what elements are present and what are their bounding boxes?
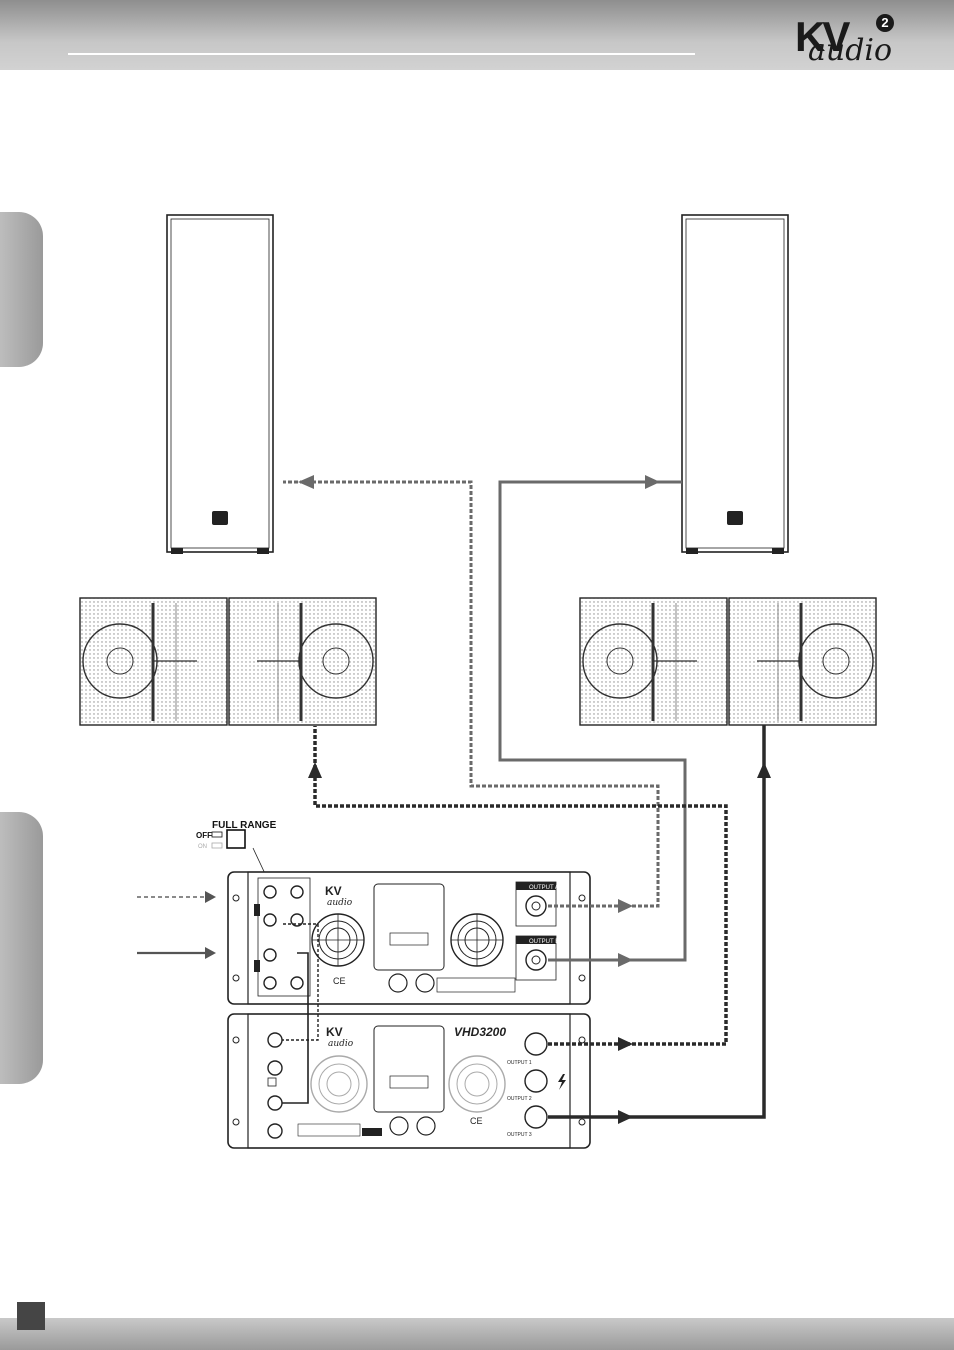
amp-bottom-brand-audio: audio (328, 1039, 354, 1049)
switch-on-label: ON (198, 844, 207, 850)
amp-top-output-b-label: OUTPUT B (529, 939, 559, 945)
amp-top-brand-audio: audio (327, 898, 353, 908)
arrow-icon (205, 947, 216, 959)
amp-bottom-output-3-label: OUTPUT 3 (507, 1132, 532, 1138)
arrow-icon (618, 1037, 633, 1051)
switch-button-icon (227, 830, 245, 848)
amp-bottom-output-1-label: OUTPUT 1 (507, 1060, 532, 1066)
footer-bar (0, 1318, 954, 1350)
subwoofer-right-2 (729, 598, 876, 725)
arrow-icon (205, 891, 216, 903)
subwoofer-left-1 (80, 598, 227, 725)
amp-bottom-output-2-label: OUTPUT 2 (507, 1096, 532, 1102)
arrow-icon (618, 1110, 633, 1124)
subwoofer-right-1 (580, 598, 727, 725)
speaker-badge-icon (212, 511, 228, 525)
fan-icon (312, 914, 364, 966)
arrow-icon (618, 899, 633, 913)
ce-mark-icon: CE (333, 976, 346, 986)
crossover-switch: FULL RANGE OFF ON (196, 820, 277, 880)
arrow-icon (618, 953, 633, 967)
arrow-icon (298, 475, 314, 489)
arrow-icon (308, 762, 322, 778)
subwoofer-left-2 (229, 598, 376, 725)
switch-off-label: OFF (196, 831, 212, 840)
top-speaker-left (167, 215, 273, 554)
ce-mark-icon: CE (470, 1116, 483, 1126)
page-marker (17, 1302, 45, 1330)
arrow-icon (757, 762, 771, 778)
speaker-badge-icon (727, 511, 743, 525)
amplifier-bottom: KV audio VHD3200 CE OUTPUT 1 OUTPUT 2 OU… (228, 1014, 590, 1148)
arrow-icon (645, 475, 660, 489)
top-speaker-right (682, 215, 788, 554)
amp-top-output-a-label: OUTPUT A (529, 885, 559, 891)
amplifier-top: KV audio CE OUTPUT A OUTPUT B (228, 872, 590, 1004)
amp-bottom-model: VHD3200 (454, 1025, 506, 1039)
amp-top-brand-kv: KV (325, 884, 342, 898)
amp-bottom-brand-kv: KV (326, 1025, 343, 1039)
fan-icon (451, 914, 503, 966)
